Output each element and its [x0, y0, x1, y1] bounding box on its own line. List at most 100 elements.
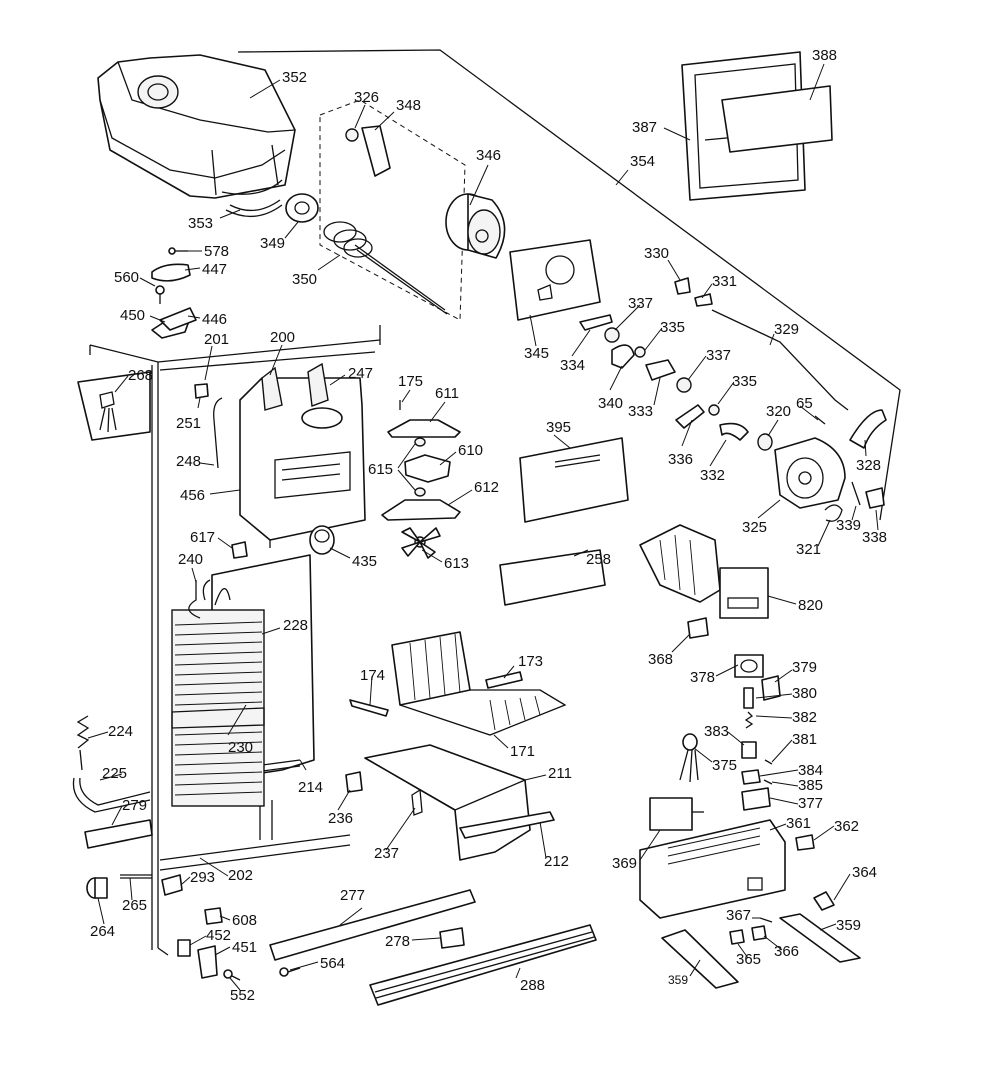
callout-608: 608	[232, 912, 257, 929]
panel-395	[519, 437, 629, 523]
callout-268: 268	[128, 367, 153, 384]
fan-housing-247	[239, 362, 366, 548]
callout-174: 174	[360, 667, 385, 684]
washer-337a	[604, 327, 620, 343]
cabinet-456	[89, 325, 381, 956]
bushing-320	[757, 433, 773, 451]
harness-375	[679, 733, 699, 783]
callout-264: 264	[90, 923, 115, 940]
fan-blade-613	[401, 527, 441, 559]
clip-617	[231, 541, 248, 559]
callout-450: 450	[120, 307, 145, 324]
callout-320: 320	[766, 403, 791, 420]
valve-378	[734, 654, 764, 678]
ice-maker-820	[639, 524, 769, 619]
hinge-446	[159, 307, 197, 331]
nut-326	[345, 128, 359, 142]
bracket-236	[345, 771, 363, 793]
screw-552	[223, 969, 241, 981]
spacer-366	[751, 925, 767, 941]
auger-353	[225, 199, 283, 217]
callout-337b: 337	[706, 347, 731, 364]
rail-173	[485, 671, 523, 689]
callout-225: 225	[102, 765, 127, 782]
callout-333: 333	[628, 403, 653, 420]
callout-369: 369	[612, 855, 637, 872]
callout-201: 201	[204, 331, 229, 348]
callout-348: 348	[396, 97, 421, 114]
rail-174	[349, 699, 389, 717]
callout-354: 354	[630, 153, 655, 170]
callout-237: 237	[374, 845, 399, 862]
hinge-451	[197, 945, 218, 979]
mount-plate-345	[509, 239, 601, 321]
callout-610: 610	[458, 442, 483, 459]
switch-330	[674, 277, 691, 295]
pin-265	[120, 874, 152, 879]
grille-288	[369, 924, 597, 1006]
bracket-377	[741, 787, 771, 811]
control-bracket-361	[639, 819, 786, 919]
callout-325: 325	[742, 519, 767, 536]
arm-333	[645, 359, 676, 381]
arm-336	[675, 404, 705, 429]
tube-248	[213, 397, 223, 469]
callout-329: 329	[774, 321, 799, 338]
callout-378: 378	[690, 669, 715, 686]
callout-248: 248	[176, 453, 201, 470]
callout-560: 560	[114, 269, 139, 286]
callout-175: 175	[398, 373, 423, 390]
clip-365	[729, 929, 745, 945]
callout-377: 377	[798, 795, 823, 812]
clip-331	[694, 293, 713, 307]
wire-240	[188, 580, 201, 619]
callout-330: 330	[644, 245, 669, 262]
callout-353: 353	[188, 215, 213, 232]
callout-224: 224	[108, 723, 133, 740]
callout-456: 456	[180, 487, 205, 504]
crisper-pan-211	[364, 744, 531, 861]
clip-385	[763, 779, 773, 785]
callout-214: 214	[298, 779, 323, 796]
callout-359a: 359	[836, 917, 861, 934]
callout-328: 328	[856, 457, 881, 474]
callout-335b: 335	[732, 373, 757, 390]
callout-383: 383	[704, 723, 729, 740]
bracket-293	[161, 874, 183, 896]
arm-332	[719, 422, 749, 441]
bracket-612	[381, 499, 461, 521]
callout-379: 379	[792, 659, 817, 676]
ice-bucket-352	[97, 54, 296, 199]
inset-detail-268	[77, 371, 151, 441]
callout-387: 387	[632, 119, 657, 136]
leader-lines	[87, 63, 879, 991]
callout-384: 384	[798, 762, 823, 779]
screw-560	[155, 285, 165, 304]
callout-345: 345	[524, 345, 549, 362]
bracket-368	[687, 617, 709, 639]
callout-293: 293	[190, 869, 215, 886]
callout-240: 240	[178, 551, 203, 568]
rail-277	[269, 889, 476, 961]
callout-446: 446	[202, 311, 227, 328]
callout-332: 332	[700, 467, 725, 484]
timer-369	[649, 797, 704, 831]
callout-435: 435	[352, 553, 377, 570]
cover-258	[499, 549, 606, 606]
callout-337a: 337	[628, 295, 653, 312]
callout-612: 612	[474, 479, 499, 496]
callout-200: 200	[270, 329, 295, 346]
callout-338: 338	[862, 529, 887, 546]
callout-380: 380	[792, 685, 817, 702]
arm-340	[611, 344, 635, 369]
plunger-380	[743, 687, 754, 709]
grommets-615	[414, 437, 426, 497]
bracket-447	[151, 263, 191, 282]
drive-motor-346	[445, 193, 506, 259]
callout-335a: 335	[660, 319, 685, 336]
cam-334	[579, 314, 613, 331]
callout-265: 265	[122, 897, 147, 914]
callout-564: 564	[320, 955, 345, 972]
fan-motor-610	[404, 454, 451, 483]
callout-611: 611	[435, 385, 459, 402]
